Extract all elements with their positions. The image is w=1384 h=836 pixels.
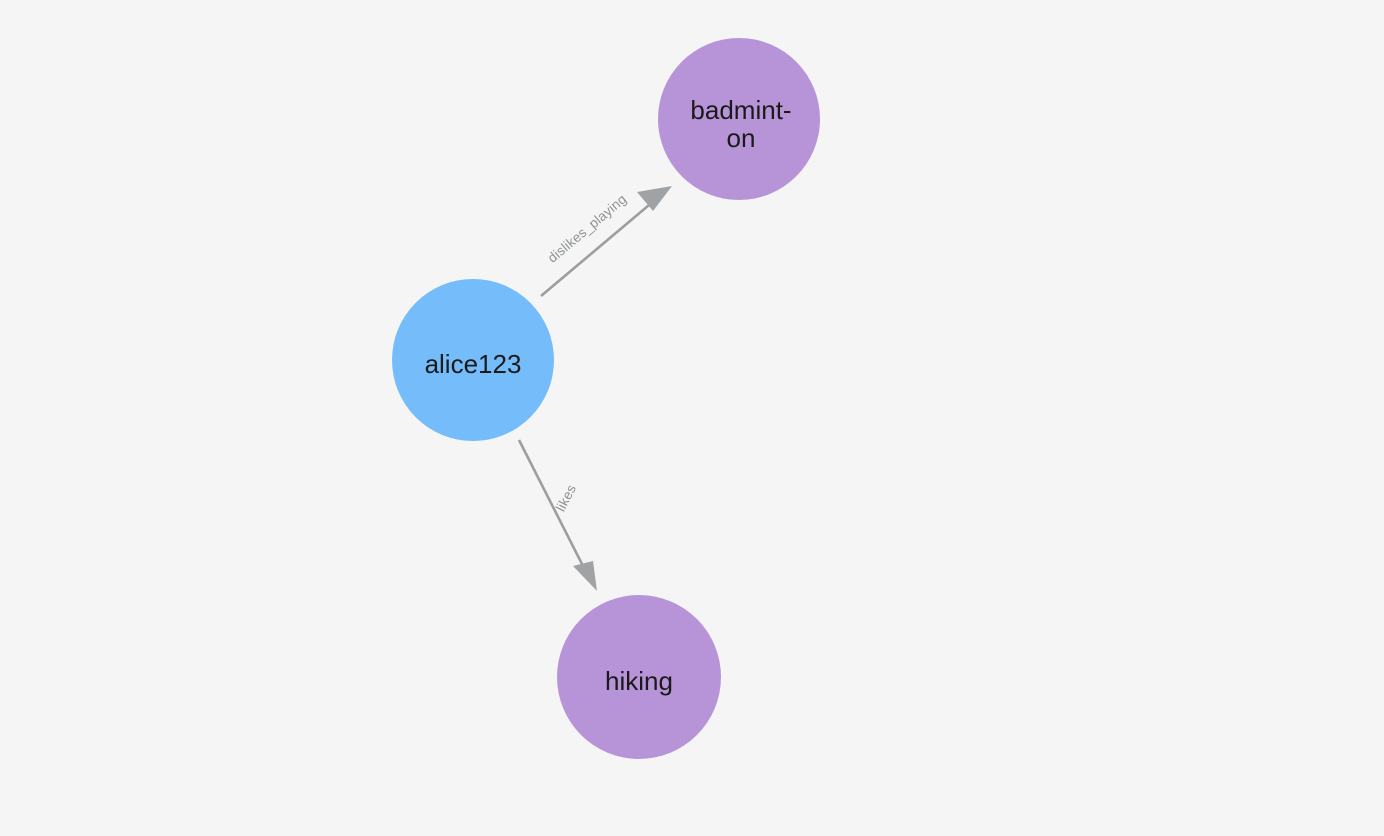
edge-label: likes — [553, 482, 579, 514]
edge-line[interactable] — [517, 439, 585, 567]
node-hiking[interactable] — [557, 595, 721, 759]
arrowhead-icon — [637, 186, 672, 211]
edge-label: dislikes_playing — [545, 191, 630, 265]
edge-line[interactable] — [540, 199, 656, 297]
node-alice123[interactable] — [392, 279, 554, 441]
node-badminton[interactable] — [658, 38, 820, 200]
edge-dislikes-playing[interactable]: dislikes_playing — [540, 186, 672, 297]
edge-likes[interactable]: likes — [517, 439, 597, 591]
nodes-layer — [392, 38, 820, 759]
arrowhead-icon — [573, 561, 597, 591]
